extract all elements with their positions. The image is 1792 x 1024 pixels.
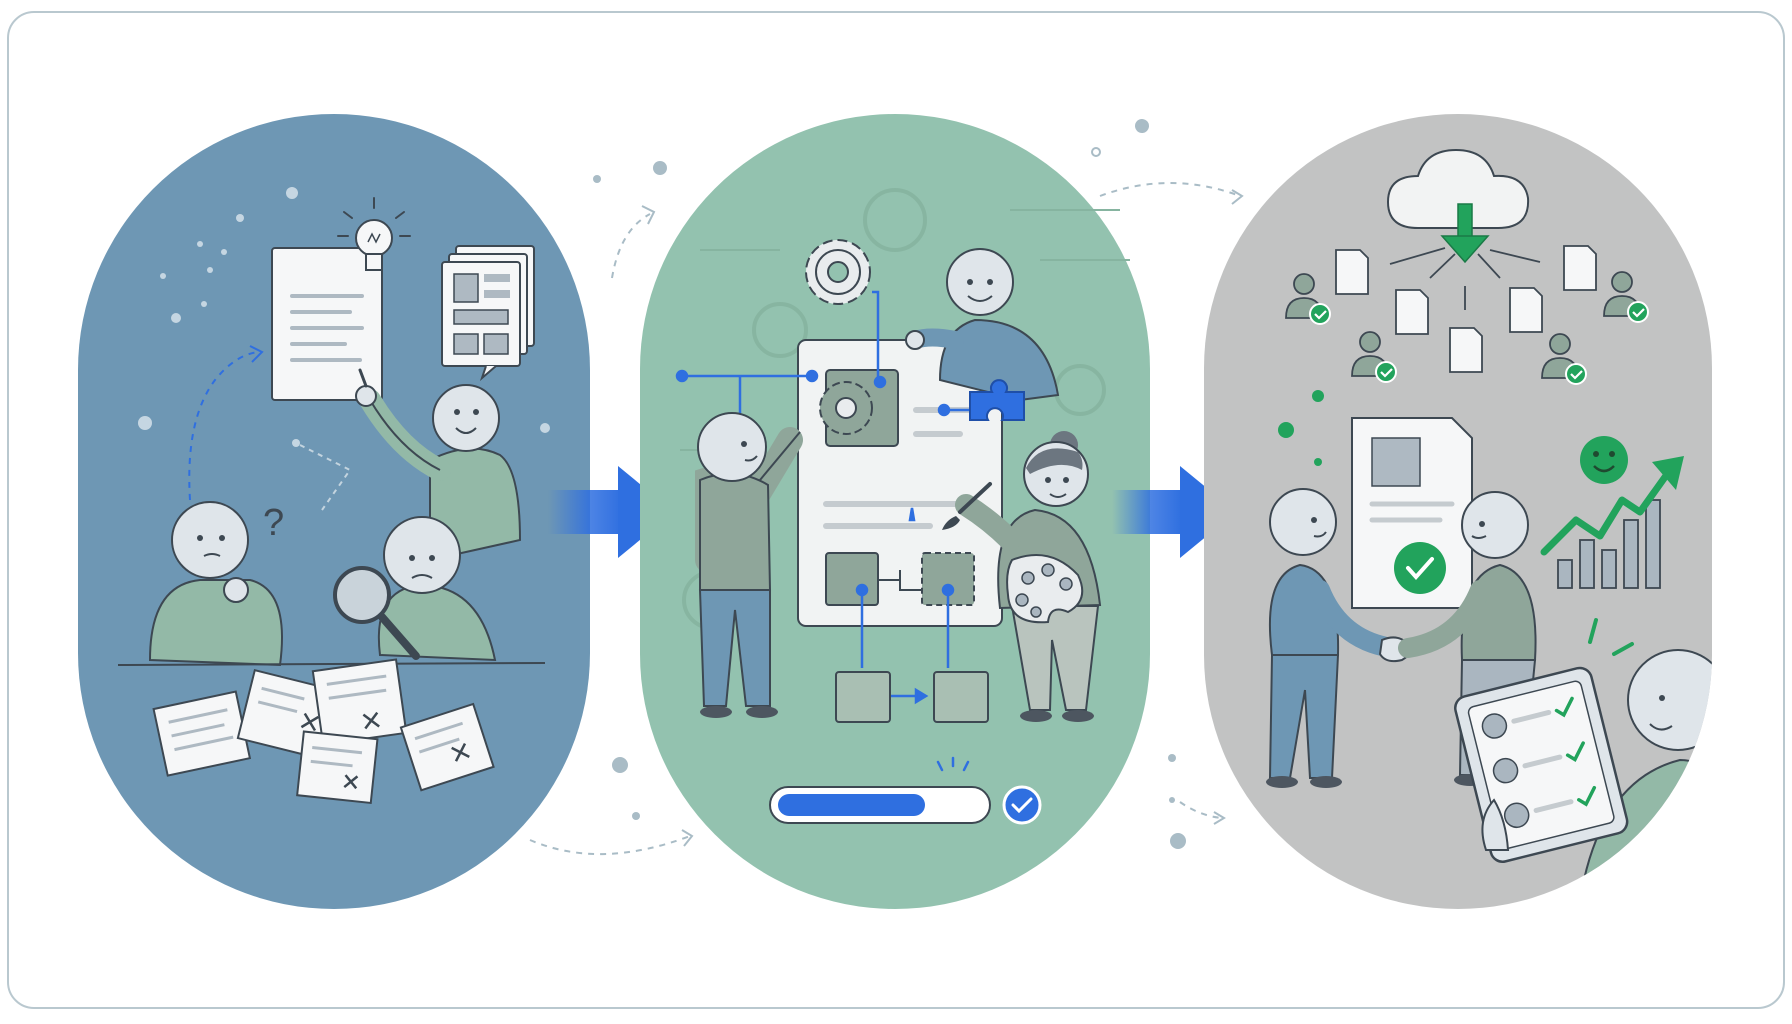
document-icon (271, 247, 383, 401)
lightbulb-icon (337, 197, 411, 271)
gear-icon (805, 239, 873, 435)
layout-pages-icon (441, 245, 535, 382)
panel-build (640, 114, 1150, 909)
person-thinking (148, 501, 283, 667)
person-client-left (1266, 488, 1402, 788)
decorative-dots (593, 119, 1186, 849)
block-right (933, 671, 989, 723)
user-check-icon (1285, 271, 1649, 385)
paint-palette-icon (1006, 554, 1084, 624)
checkmark-badge-icon (936, 756, 1042, 825)
desk-edge (117, 662, 546, 666)
tablet-icon (1454, 666, 1629, 863)
progress-bar (769, 786, 991, 824)
rejected-paper-icon (152, 658, 495, 805)
download-arrows (1389, 247, 1541, 310)
file-icon (1335, 245, 1597, 373)
cloud-download-icon (1386, 148, 1530, 264)
person-builder-top (905, 248, 1060, 402)
growth-chart-icon (1540, 456, 1684, 589)
panel-deliver (1204, 114, 1712, 909)
approved-document-icon (1351, 417, 1473, 609)
panel-research: ? (78, 114, 590, 909)
puzzle-piece-icon (969, 379, 1025, 421)
block-left (835, 671, 891, 723)
paintbrush-icon (942, 482, 992, 530)
person-builder-left (695, 412, 803, 718)
question-mark-icon: ? (263, 502, 284, 544)
progress-fill (778, 794, 925, 816)
smiley-icon (1580, 436, 1628, 484)
dashed-flow-lines (529, 182, 1241, 856)
magnifying-glass-icon (333, 566, 420, 660)
